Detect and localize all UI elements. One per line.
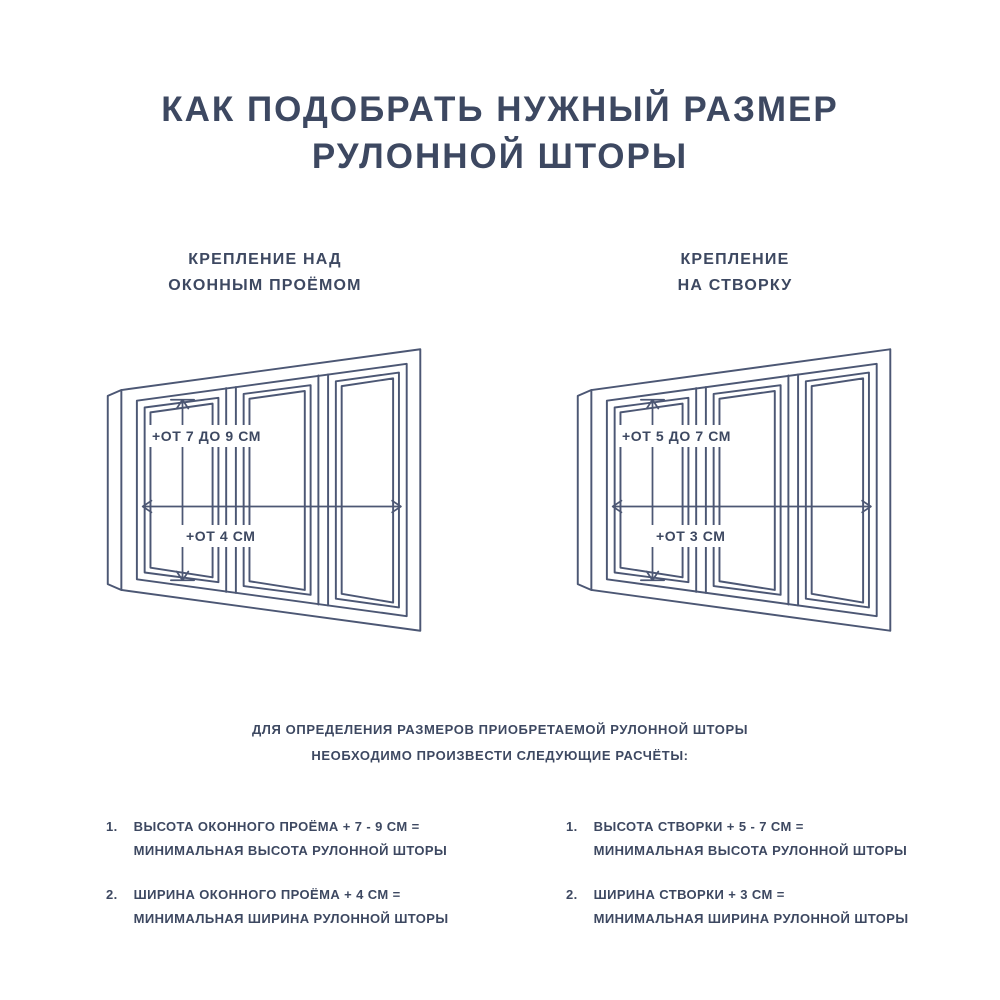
diagram-mount-on-sash: КРЕПЛЕНИЕ НА СТВОРКУ +ОТ 5 ДО 7 СМ +ОТ 3… [545,247,925,642]
instructions-intro: ДЛЯ ОПРЕДЕЛЕНИЯ РАЗМЕРОВ ПРИОБРЕТАЕМОЙ Р… [0,717,1000,769]
calc-item-left-2: 2. ШИРИНА ОКОННОГО ПРОЁМА + 4 СМ = МИНИМ… [60,883,480,931]
window-drawing-icon [576,348,892,632]
diagram-heading-left-line1: КРЕПЛЕНИЕ НАД [188,250,342,268]
calc-item-right-1: 1. ВЫСОТА СТВОРКИ + 5 - 7 СМ = МИНИМАЛЬН… [520,815,940,863]
calc-item-text: ШИРИНА СТВОРКИ + 3 СМ = МИНИМАЛЬНАЯ ШИРИ… [594,883,909,931]
width-measure-label-left: +ОТ 4 СМ [180,525,262,548]
diagram-heading-left: КРЕПЛЕНИЕ НАД ОКОННЫМ ПРОЁМОМ [75,247,455,300]
calc-column-right: 1. ВЫСОТА СТВОРКИ + 5 - 7 СМ = МИНИМАЛЬН… [520,815,940,951]
diagram-heading-right: КРЕПЛЕНИЕ НА СТВОРКУ [545,247,925,300]
calc-item-line2: МИНИМАЛЬНАЯ ШИРИНА РУЛОННОЙ ШТОРЫ [593,911,909,927]
page-title-line2: РУЛОННОЙ ШТОРЫ [311,137,689,177]
calc-item-line1: ВЫСОТА ОКОННОГО ПРОЁМА + 7 - 9 СМ = [133,819,420,835]
height-measure-label-left: +ОТ 7 ДО 9 СМ [146,425,267,448]
calc-item-line1: ВЫСОТА СТВОРКИ + 5 - 7 СМ = [593,819,804,835]
calc-item-text: ШИРИНА ОКОННОГО ПРОЁМА + 4 СМ = МИНИМАЛЬ… [134,883,449,931]
window-diagram-right: +ОТ 5 ДО 7 СМ +ОТ 3 СМ [570,339,900,641]
window-diagram-left: +ОТ 7 ДО 9 СМ +ОТ 4 СМ [100,339,430,641]
calc-item-line1: ШИРИНА СТВОРКИ + 3 СМ = [593,887,785,903]
calc-item-line2: МИНИМАЛЬНАЯ ВЫСОТА РУЛОННОЙ ШТОРЫ [133,843,448,859]
calc-item-number: 1. [566,819,578,835]
diagram-mount-above-opening: КРЕПЛЕНИЕ НАД ОКОННЫМ ПРОЁМОМ +ОТ 7 ДО 9… [75,247,455,642]
calc-item-line1: ШИРИНА ОКОННОГО ПРОЁМА + 4 СМ = [133,887,401,903]
instructions-intro-line1: ДЛЯ ОПРЕДЕЛЕНИЯ РАЗМЕРОВ ПРИОБРЕТАЕМОЙ Р… [251,722,749,738]
calc-item-number: 2. [566,887,578,903]
calc-column-left: 1. ВЫСОТА ОКОННОГО ПРОЁМА + 7 - 9 СМ = М… [60,815,480,951]
height-measure-label-right: +ОТ 5 ДО 7 СМ [616,425,737,448]
calc-item-text: ВЫСОТА ОКОННОГО ПРОЁМА + 7 - 9 СМ = МИНИ… [134,815,447,863]
calc-item-number: 1. [106,819,118,835]
diagram-heading-left-line2: ОКОННЫМ ПРОЁМОМ [168,276,362,294]
calc-item-left-1: 1. ВЫСОТА ОКОННОГО ПРОЁМА + 7 - 9 СМ = М… [60,815,480,863]
calc-item-number: 2. [106,887,118,903]
instructions-intro-line2: НЕОБХОДИМО ПРОИЗВЕСТИ СЛЕДУЮЩИЕ РАСЧЁТЫ: [311,748,689,764]
diagram-heading-right-line2: НА СТВОРКУ [677,276,793,294]
calc-item-text: ВЫСОТА СТВОРКИ + 5 - 7 СМ = МИНИМАЛЬНАЯ … [594,815,907,863]
calc-item-line2: МИНИМАЛЬНАЯ ШИРИНА РУЛОННОЙ ШТОРЫ [133,911,449,927]
calc-item-right-2: 2. ШИРИНА СТВОРКИ + 3 СМ = МИНИМАЛЬНАЯ Ш… [520,883,940,931]
page-title-line1: КАК ПОДОБРАТЬ НУЖНЫЙ РАЗМЕР [161,90,839,129]
page-title: КАК ПОДОБРАТЬ НУЖНЫЙ РАЗМЕР РУЛОННОЙ ШТО… [0,0,1000,181]
diagram-heading-right-line1: КРЕПЛЕНИЕ [680,250,790,268]
width-measure-label-right: +ОТ 3 СМ [650,525,732,548]
diagrams-row: КРЕПЛЕНИЕ НАД ОКОННЫМ ПРОЁМОМ +ОТ 7 ДО 9… [0,247,1000,642]
window-drawing-icon [106,348,422,632]
calculations-row: 1. ВЫСОТА ОКОННОГО ПРОЁМА + 7 - 9 СМ = М… [0,815,1000,951]
calc-item-line2: МИНИМАЛЬНАЯ ВЫСОТА РУЛОННОЙ ШТОРЫ [593,843,908,859]
